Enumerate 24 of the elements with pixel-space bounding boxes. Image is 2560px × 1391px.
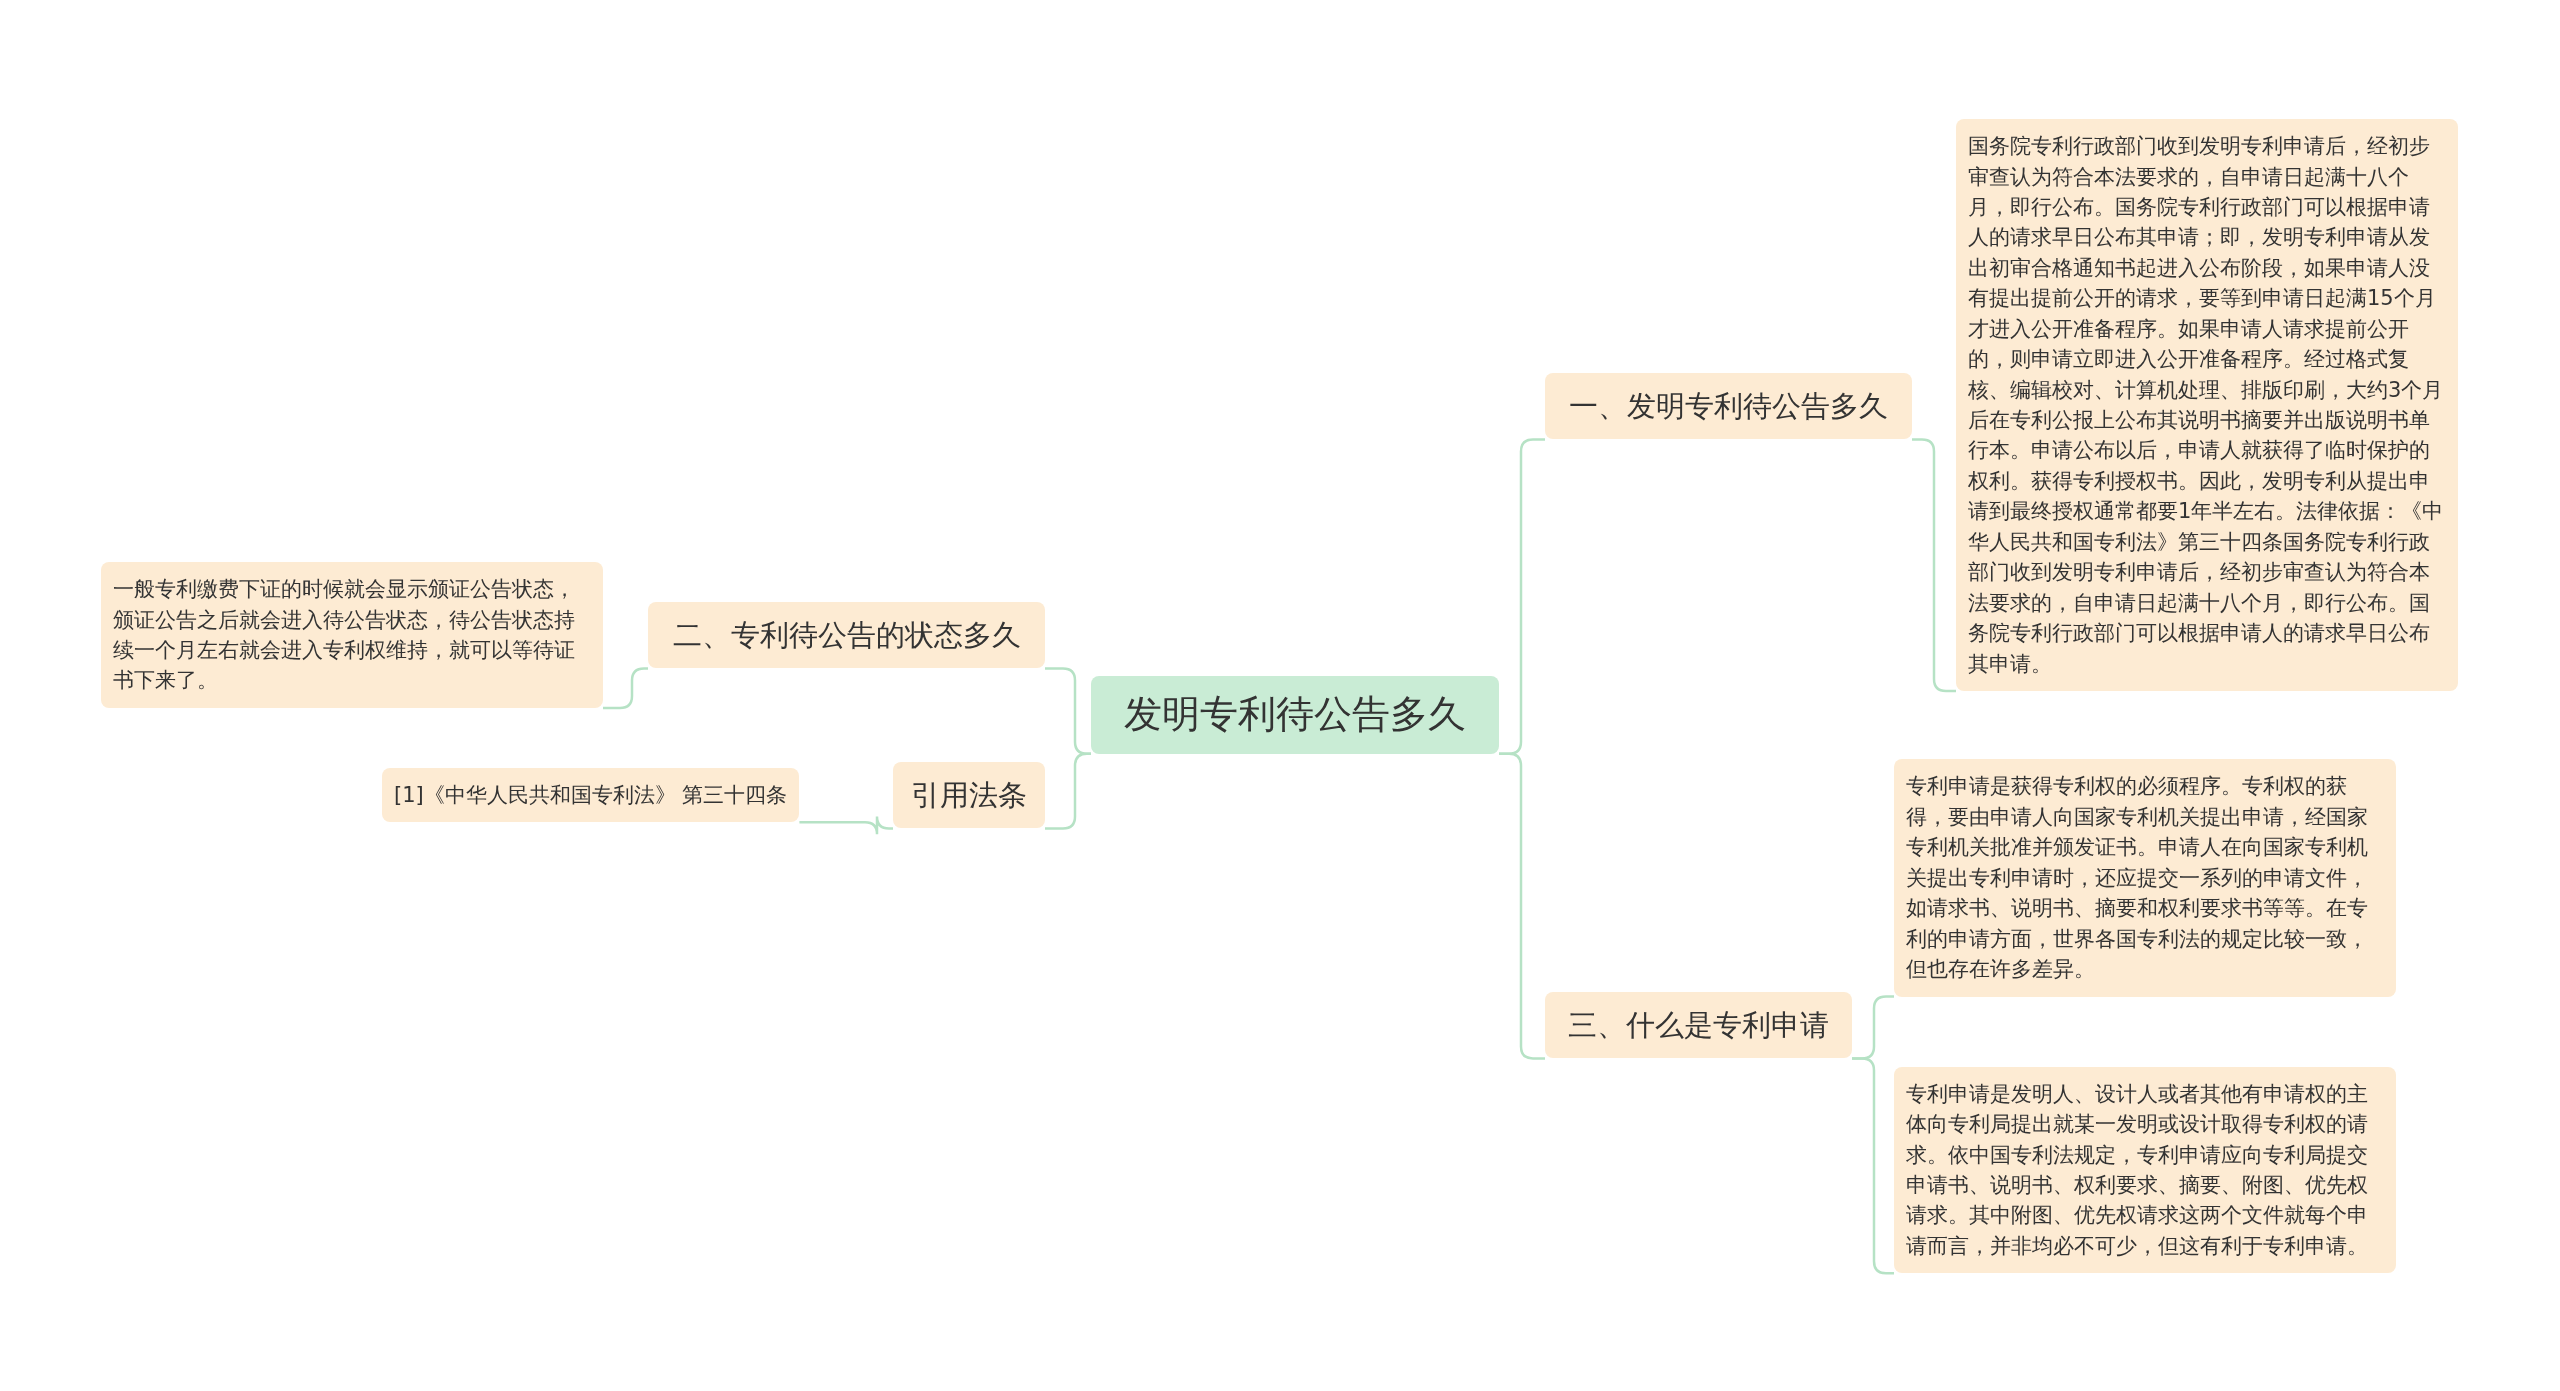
note-card bbox=[1894, 1066, 2396, 1274]
connector-line bbox=[1852, 1057, 1894, 1275]
topic-text: 引用法条 bbox=[911, 777, 1027, 813]
topic-text: 三、什么是专利申请 bbox=[1568, 1007, 1829, 1043]
branch-topic bbox=[1545, 991, 1852, 1059]
topic-text: 二、专利待公告的状态多久 bbox=[672, 617, 1021, 653]
connector-line bbox=[603, 667, 648, 710]
connector-line bbox=[1912, 438, 1956, 693]
topic-text: 专利申请是发明人、设计人或者其他有申请权的主体向专利局提出就某一发明或设计取得专利权的请求。依中国专利法规定，专利申请应向专利局提交申请书、说明书、权利要求、摘要、附图、优先权请求。其中附图、优先权请求这两个文件就每个申请而言，并非均必不可少，但这有利于专利申请。 bbox=[1906, 1080, 2369, 1260]
branch-topic bbox=[1545, 372, 1912, 440]
connector-line bbox=[1499, 752, 1545, 1060]
topic-text: 专利申请是获得专利权的必须程序。专利权的获得，要由申请人向国家专利机关提出申请，经国家专利机关批准并颁发证书。申请人在向国家专利机关提出专利申请时，还应提交一系列的申请文件，如请求书、说明书、摘要和权利要求书等等。在专利的申请方面，世界各国专利法的规定比较一致，但也存在许多差异。 bbox=[1906, 773, 2369, 984]
topic-text: 一般专利缴费下证的时候就会显示颁证公告状态，颁证公告之后就会进入待公告状态，待公告状态持续一个月左右就会进入专利权维持，就可以等待证书下来了。 bbox=[113, 576, 576, 695]
branch-topic bbox=[893, 761, 1045, 829]
topic-text: [1]《中华人民共和国专利法》 第三十四条 bbox=[394, 781, 788, 809]
connector-line bbox=[799, 815, 893, 836]
topic-text: 发明专利待公告多久 bbox=[1124, 692, 1466, 738]
note-card bbox=[101, 562, 603, 708]
root-topic bbox=[1091, 676, 1499, 754]
note-card bbox=[382, 767, 800, 823]
note-card bbox=[1894, 759, 2396, 997]
branch-topic bbox=[648, 601, 1045, 669]
topic-text: 国务院专利行政部门收到发明专利申请后，经初步审查认为符合本法要求的，自申请日起满十八个月，即行公布。国务院专利行政部门可以根据申请人的请求早日公布其申请；即，发明专利申请从发出初审合格通知书起进入公布阶段，如果申请人没有提出提前公开的请求，要等到申请日起满15个月才进入公开准备程序。如果申请人请求提前公开的，则申请立即进入公开准备程序。经过格式复核、编辑校对、计算机处理、排版印刷，大约3个月后在专利公报上公布其说明书摘要并出版说明书单行本。申请公布以后，申请人就获得了临时保护的权利。获得专利授权书。因此，发明专利从提出申请到最终授权通常都要1年半左右。法律依据：《中华人民共和国专利法》第三十四条国务院专利行政部门收到发明专利申请后，经初步审查认为符合本法要求的，自申请日起满十八个月，即行公布。国务院专利行政部门可以根据申请人的请求早日公布其申请。 bbox=[1968, 133, 2445, 678]
topic-text: 一、发明专利待公告多久 bbox=[1569, 388, 1888, 424]
